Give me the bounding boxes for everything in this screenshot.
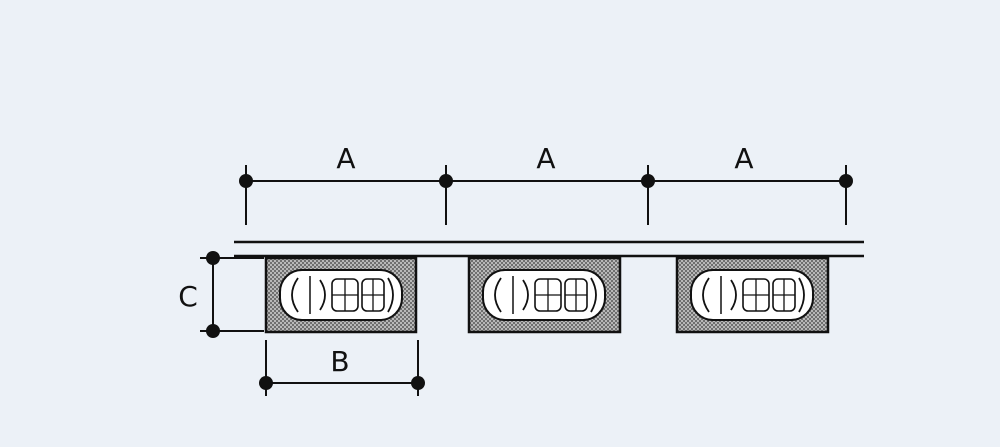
dimension-dot (206, 324, 220, 338)
label-a-2: A (536, 142, 555, 175)
dimension-dot (206, 251, 220, 265)
dimension-c (200, 257, 264, 332)
dimension-dot (439, 174, 453, 188)
dimension-dot (839, 174, 853, 188)
dimension-a-markers (239, 174, 853, 188)
car-icon (690, 269, 814, 321)
parking-bay-1 (264, 256, 418, 334)
car-icon (482, 269, 606, 321)
label-b: B (330, 345, 349, 378)
label-a-3: A (734, 142, 753, 175)
dimension-dot (239, 174, 253, 188)
dimension-dot (259, 376, 273, 390)
road-edge (234, 240, 864, 258)
dimension-dot (411, 376, 425, 390)
dimension-b-markers (259, 376, 425, 390)
parking-bay-2 (467, 256, 622, 334)
dimension-dot (641, 174, 655, 188)
parking-bay-3 (675, 256, 830, 334)
car-icon (279, 269, 403, 321)
dimension-c-markers (206, 251, 220, 338)
label-c: C (178, 280, 198, 313)
label-a-1: A (336, 142, 355, 175)
